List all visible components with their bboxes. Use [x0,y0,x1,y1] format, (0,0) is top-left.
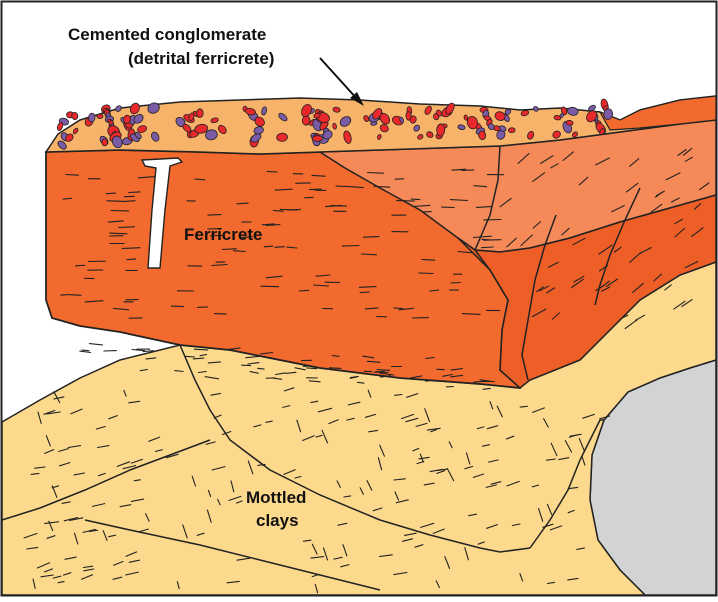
texture-dash [195,349,208,350]
texture-dash [299,290,308,291]
texture-dash [106,193,115,194]
texture-dash [76,265,85,266]
pebble [302,115,310,125]
texture-dash [364,237,379,238]
texture-dash [288,209,301,210]
texture-dash [70,295,81,296]
texture-dash [275,247,284,248]
texture-dash [303,366,310,367]
texture-dash [482,247,494,248]
texture-dash [394,308,403,309]
label-conglomerate-line1: Cemented conglomerate [68,25,266,44]
texture-dash [368,173,384,174]
pebble [508,128,515,133]
texture-dash [215,314,227,315]
texture-dash [208,215,221,216]
texture-dash [171,306,183,307]
texture-dash [195,179,205,180]
texture-dash [264,246,273,247]
texture-dash [61,295,71,296]
texture-dash [411,199,420,200]
texture-dash [310,189,322,190]
label-mottled-line1: Mottled [246,488,306,507]
texture-dash [82,350,89,351]
texture-dash [359,287,376,288]
label-mottled-line2: clays [256,511,299,530]
texture-dash [261,286,279,287]
texture-dash [185,356,195,357]
texture-dash [305,197,314,198]
pebble [97,114,103,119]
texture-dash [237,203,248,204]
texture-dash [111,211,129,212]
pebble [406,111,412,120]
texture-dash [397,201,415,202]
texture-dash [119,227,135,228]
texture-dash [267,171,277,172]
pebble [276,133,287,142]
texture-dash [66,175,78,176]
texture-dash [107,201,123,202]
pebble [312,136,322,142]
texture-dash [419,273,433,274]
texture-dash [330,368,341,369]
texture-dash [110,233,127,234]
pebble [101,139,107,147]
texture-dash [462,170,474,171]
texture-dash [484,240,502,241]
texture-dash [451,283,460,284]
pebble [88,113,95,123]
texture-dash [376,371,384,372]
pebble [196,109,203,118]
texture-dash [198,307,208,308]
pebble [436,124,445,137]
label-conglomerate-line2: (detrital ferricrete) [128,49,274,68]
label-ferricrete: Ferricrete [184,225,262,244]
texture-dash [129,192,140,193]
texture-dash [342,246,359,247]
